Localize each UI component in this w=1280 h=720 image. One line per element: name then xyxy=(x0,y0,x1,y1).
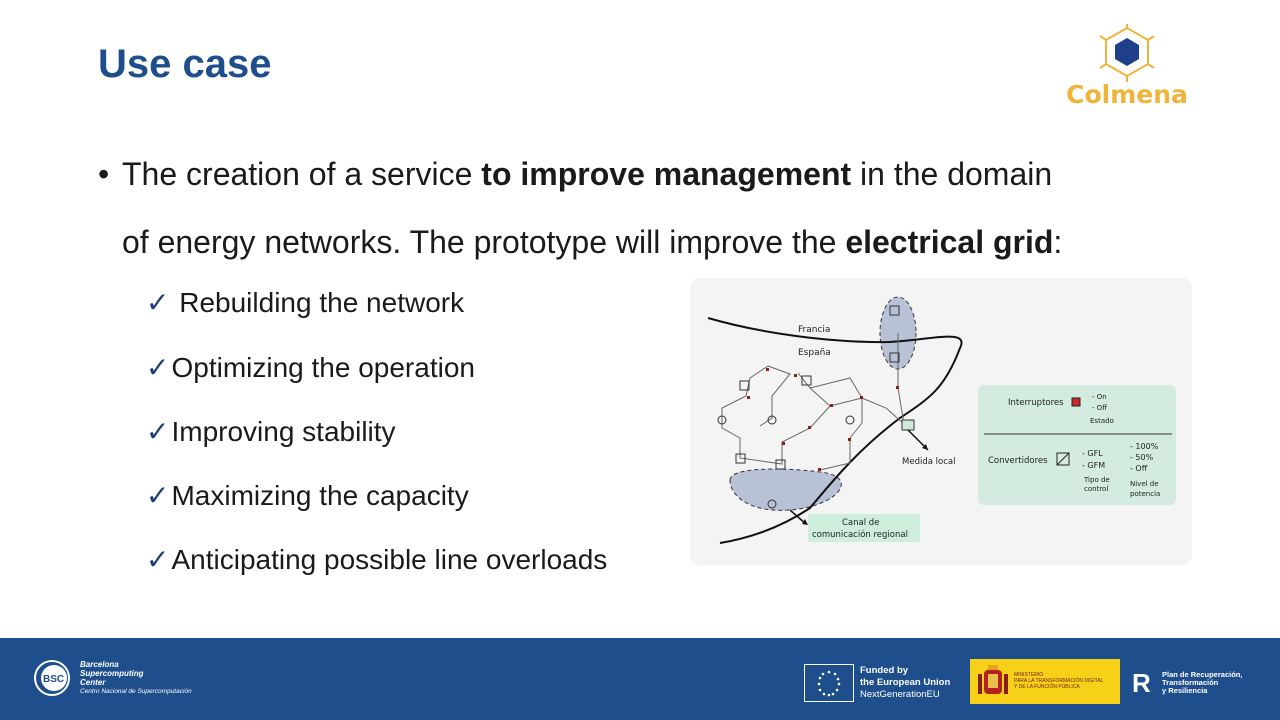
eu-line: the European Union xyxy=(860,677,951,688)
bullet-marker: • xyxy=(98,156,110,192)
ministerio-line: PARA LA TRANSFORMACIÓN DIGITAL xyxy=(1014,678,1104,684)
legend-box xyxy=(978,385,1176,505)
bsc-line: Center xyxy=(80,678,106,687)
checklist-item: ✓ Rebuilding the network xyxy=(146,286,464,319)
legend-convertidores: Convertidores xyxy=(988,456,1048,466)
legend-nivel-2: potencia xyxy=(1130,490,1160,498)
prtr-line: y Resiliencia xyxy=(1162,686,1208,695)
bsc-badge: BSC xyxy=(43,674,64,685)
checkmark-icon: ✓ xyxy=(146,544,170,575)
eu-line: Funded by xyxy=(860,665,909,676)
legend-on: - On xyxy=(1092,393,1107,401)
prtr-mark-icon: R xyxy=(1132,668,1151,698)
bullet-emphasis: electrical grid xyxy=(845,224,1054,260)
label-medida-local: Medida local xyxy=(902,457,955,467)
legend-tipo-1: Tipo de xyxy=(1083,476,1110,484)
label-espana: España xyxy=(798,348,831,358)
arrow-canal xyxy=(789,509,807,525)
eu-flag-icon xyxy=(804,664,854,702)
bullet-text: : xyxy=(1053,224,1063,260)
checklist-label: Improving stability xyxy=(171,416,396,447)
checkmark-icon: ✓ xyxy=(146,480,170,511)
converter-icon xyxy=(1056,452,1070,466)
grid-diagram: Francia España xyxy=(690,278,1192,565)
legend-gfl: - GFL xyxy=(1082,449,1103,458)
bullet-emphasis: to improve management xyxy=(481,156,852,192)
spain-coat-of-arms-icon xyxy=(978,665,1008,694)
region-south xyxy=(729,468,842,511)
checkmark-icon: ✓ xyxy=(146,416,170,447)
checklist-item: ✓Maximizing the capacity xyxy=(146,479,469,512)
legend-50: - 50% xyxy=(1130,453,1154,462)
bsc-line: Barcelona xyxy=(80,660,119,669)
colmena-logo: Colmena xyxy=(1062,24,1192,110)
checkmark-icon: ✓ xyxy=(146,352,170,383)
ministerio-line: MINISTERIO xyxy=(1014,672,1044,678)
ministerio-line: Y DE LA FUNCIÓN PÚBLICA xyxy=(1014,684,1080,690)
bullet-text: of energy networks. The prototype will i… xyxy=(122,224,846,260)
eu-funding-logo: Funded by the European Union NextGenerat… xyxy=(804,664,958,702)
hexagon-logo-icon xyxy=(1099,24,1155,82)
border-line xyxy=(707,317,963,544)
legend-interruptores: Interruptores xyxy=(1008,398,1064,408)
checklist-label: Anticipating possible line overloads xyxy=(171,544,608,575)
bullet-text: in the domain xyxy=(851,156,1053,192)
footer-bar: BSC Barcelona Supercomputing Center Cent… xyxy=(0,638,1280,720)
slide-title: Use case xyxy=(98,42,272,86)
prtr-line: Transformación xyxy=(1162,678,1219,687)
legend-gfm: - GFM xyxy=(1082,461,1105,470)
prtr-logo: R Plan de Recuperación, Transformación y… xyxy=(1132,668,1262,698)
checklist-label: Optimizing the operation xyxy=(171,352,475,383)
checklist-item: ✓Improving stability xyxy=(146,415,396,448)
checklist-item: ✓Optimizing the operation xyxy=(146,351,475,384)
bsc-line: Supercomputing xyxy=(80,669,144,678)
checklist-item: ✓Anticipating possible line overloads xyxy=(146,543,607,576)
bullet-line-1: The creation of a service to improve man… xyxy=(122,140,1052,208)
legend-tipo-2: control xyxy=(1084,485,1108,493)
legend-estado: Estado xyxy=(1090,417,1114,425)
eu-line: NextGenerationEU xyxy=(860,689,940,700)
canal-box xyxy=(808,514,920,542)
checklist-label: Maximizing the capacity xyxy=(171,480,469,511)
bsc-label: Barcelona Supercomputing Center Centro N… xyxy=(80,660,192,696)
checklist-label: Rebuilding the network xyxy=(171,287,465,318)
bullet-text: The creation of a service xyxy=(122,156,482,192)
colmena-logo-text: Colmena xyxy=(1066,80,1188,109)
bullet-line-2: of energy networks. The prototype will i… xyxy=(122,208,1062,276)
legend-poff: - Off xyxy=(1130,464,1148,473)
label-canal-2: comunicación regional xyxy=(812,529,908,540)
prtr-line: Plan de Recuperación, xyxy=(1162,670,1243,679)
ministerio-text: MINISTERIO PARA LA TRANSFORMACIÓN DIGITA… xyxy=(1014,672,1103,690)
bsc-logo-icon: BSC xyxy=(34,660,70,696)
ministerio-logo: MINISTERIO PARA LA TRANSFORMACIÓN DIGITA… xyxy=(970,659,1120,704)
checkmark-icon: ✓ xyxy=(146,287,170,318)
label-canal-1: Canal de xyxy=(842,518,879,528)
switch-icon xyxy=(1071,397,1081,407)
bsc-line: Centro Nacional de Supercomputación xyxy=(80,688,192,695)
legend-100: - 100% xyxy=(1130,442,1159,451)
legend-nivel-1: Nivel de xyxy=(1130,480,1159,488)
label-francia: Francia xyxy=(798,325,830,335)
prtr-text: Plan de Recuperación, Transformación y R… xyxy=(1162,671,1242,695)
eu-funding-text: Funded by the European Union NextGenerat… xyxy=(860,665,950,701)
grid-diagram-svg: Francia España xyxy=(707,296,1176,544)
legend-off: - Off xyxy=(1092,404,1107,412)
